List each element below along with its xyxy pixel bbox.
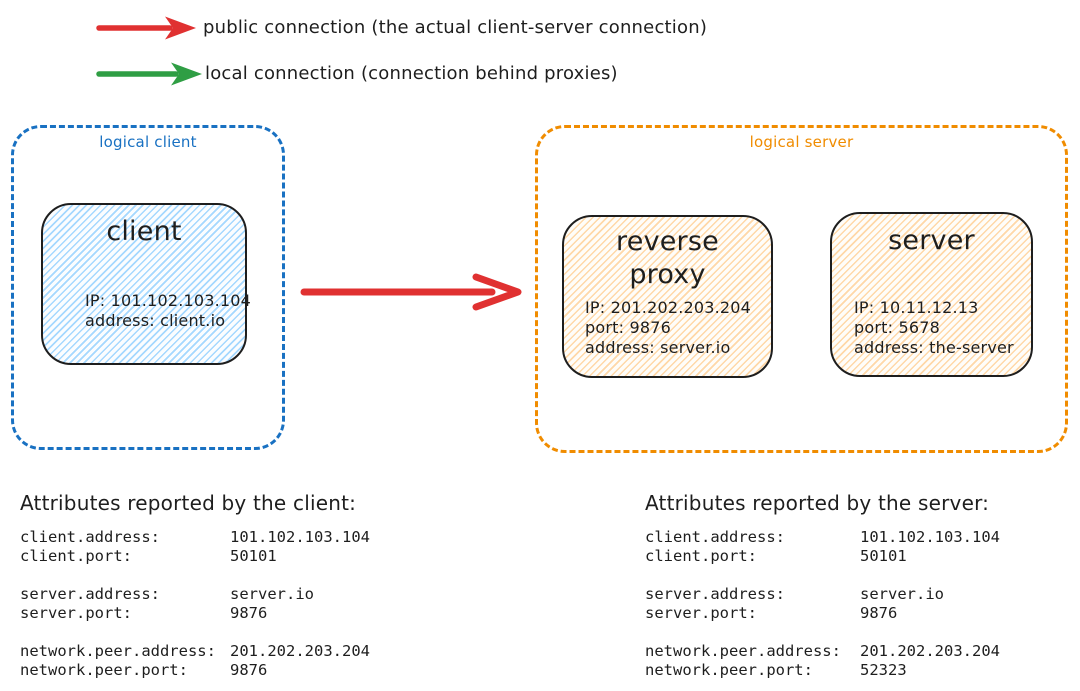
attribute-label: client.port: [645,547,757,565]
attribute-label: client.address: [20,528,160,546]
reverse-proxy-node-details: IP: 201.202.203.204 port: 9876 address: … [585,298,751,358]
attribute-row: client.port: 50101 [20,547,370,566]
attribute-row: client.address: 101.102.103.104 [645,528,1000,547]
attribute-value: 101.102.103.104 [230,528,370,546]
attribute-row: network.peer.address: 201.202.203.204 [20,642,370,661]
attribute-label: server.address: [645,585,785,603]
logical-client-label: logical client [99,133,197,151]
node-detail-line: IP: 101.102.103.104 [85,291,252,310]
reverse-proxy-node: reverse proxy IP: 201.202.203.204 port: … [562,215,773,378]
public-connection-label: public connection (the actual client-ser… [203,17,708,38]
attribute-label: network.peer.address: [20,642,216,660]
node-detail-line: port: 5678 [854,318,940,337]
server-attributes-block: Attributes reported by the server: clien… [645,490,1000,680]
client-node: client IP: 101.102.103.104 address: clie… [41,203,251,365]
node-detail-line: IP: 201.202.203.204 [585,298,752,317]
attribute-row: server.address: server.io [20,585,370,604]
node-detail-line: address: the-server [854,338,1014,357]
attribute-value: 201.202.203.204 [230,642,370,660]
attribute-row: server.port: 9876 [20,604,370,623]
attribute-value: 52323 [860,661,907,679]
attribute-value: 9876 [860,604,898,622]
client-attributes-heading: Attributes reported by the client: [20,491,357,515]
client-node-details: IP: 101.102.103.104 address: client.io [85,291,251,331]
attribute-row: network.peer.port: 52323 [645,661,1000,680]
attribute-label: network.peer.port: [645,661,813,679]
public-connection-arrow [300,273,522,311]
attribute-row: network.peer.address: 201.202.203.204 [645,642,1000,661]
attribute-label: server.address: [20,585,160,603]
attribute-row: server.address: server.io [645,585,1000,604]
attribute-value: server.io [230,585,314,603]
local-connection-label: local connection (connection behind prox… [205,63,618,84]
local-connection-arrow-icon [96,62,202,86]
attribute-value: server.io [860,585,944,603]
server-node-title: server [888,225,975,256]
logical-server-label: logical server [749,133,854,151]
node-detail-line: address: server.io [585,338,731,357]
node-detail-line: address: client.io [85,311,226,330]
client-node-title: client [106,216,182,247]
public-connection-arrow-icon [96,16,196,40]
logical-server-group [535,125,1068,453]
reverse-proxy-node-title: reverse proxy [616,226,719,290]
attribute-label: server.port: [20,604,132,622]
server-attributes-rows: client.address: 101.102.103.104 client.p… [645,528,1000,680]
attribute-value: 9876 [230,661,268,679]
attribute-row: server.port: 9876 [645,604,1000,623]
attribute-label: client.port: [20,547,132,565]
client-attributes-rows: client.address: 101.102.103.104 client.p… [20,528,370,680]
client-attributes-block: Attributes reported by the client: clien… [20,490,370,680]
node-detail-line: IP: 10.11.12.13 [854,298,979,317]
attribute-row: client.port: 50101 [645,547,1000,566]
attribute-value: 50101 [860,547,907,565]
node-detail-line: port: 9876 [585,318,671,337]
attribute-label: server.port: [645,604,757,622]
attribute-label: network.peer.port: [20,661,188,679]
attribute-row: client.address: 101.102.103.104 [20,528,370,547]
attribute-value: 50101 [230,547,277,565]
attribute-row: network.peer.port: 9876 [20,661,370,680]
server-node-details: IP: 10.11.12.13 port: 5678 address: the-… [854,298,1014,358]
attribute-value: 101.102.103.104 [860,528,1000,546]
logical-client-group [11,125,285,450]
attribute-label: network.peer.address: [645,642,841,660]
server-attributes-heading: Attributes reported by the server: [645,491,990,515]
attribute-value: 9876 [230,604,268,622]
attribute-value: 201.202.203.204 [860,642,1000,660]
server-node: server IP: 10.11.12.13 port: 5678 addres… [830,212,1033,377]
attribute-label: client.address: [645,528,785,546]
